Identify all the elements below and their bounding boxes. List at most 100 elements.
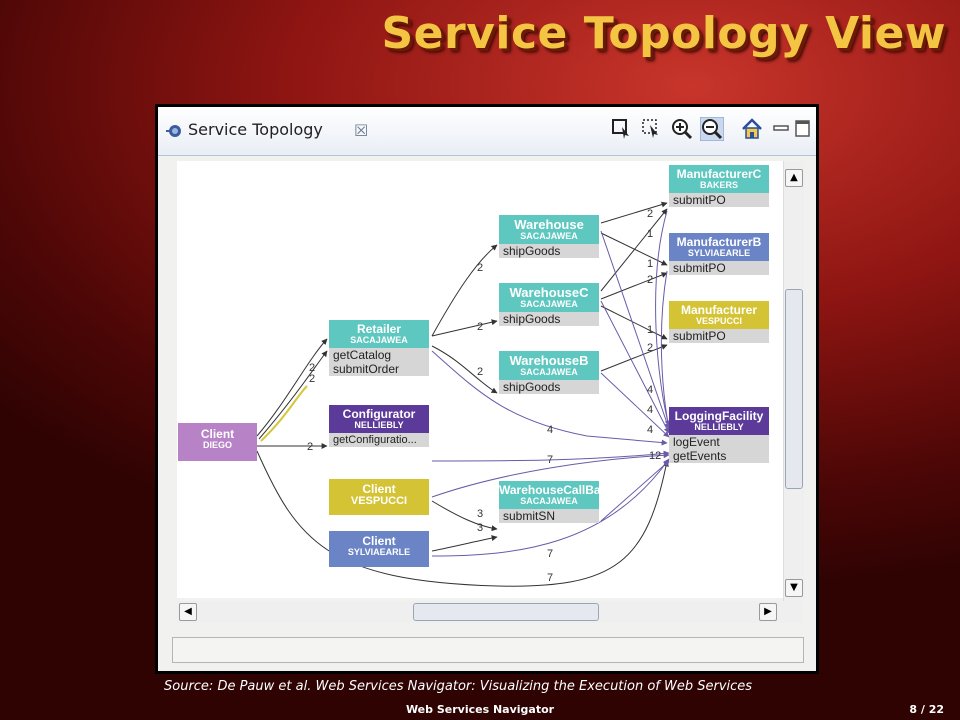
node-name: LoggingFacility	[674, 409, 764, 423]
node-name: Client	[200, 427, 235, 441]
edge-retailer-whc	[431, 319, 498, 337]
close-icon[interactable]: ☒	[354, 121, 369, 140]
service-topology-window: Service Topology ☒	[158, 107, 816, 671]
node-logging-facility[interactable]: LoggingFacility NELLIEBLY logEvent getEv…	[669, 407, 769, 464]
method-logevent[interactable]: logEvent	[669, 435, 769, 450]
node-name: Warehouse	[514, 217, 584, 232]
edge-vespucci-log	[431, 452, 670, 498]
edge-label: 2	[477, 366, 483, 378]
method-shipgoods[interactable]: shipGoods	[499, 244, 599, 259]
edge-retailer-wh	[431, 244, 498, 337]
edge-diego-log	[256, 450, 669, 587]
edge-label: 4	[647, 404, 653, 416]
edge-sylvia-log	[431, 458, 670, 557]
screenshot-frame: Service Topology ☒	[155, 104, 819, 674]
scroll-down-button[interactable]: ▼	[785, 579, 803, 597]
slide-footer: Web Services Navigator 8 / 22	[0, 703, 960, 720]
edge-wh-mfc	[600, 201, 668, 224]
method-getcatalog[interactable]: getCatalog	[329, 348, 429, 363]
method-submitpo[interactable]: submitPO	[669, 193, 769, 208]
node-name: WarehouseCallBa	[499, 483, 601, 497]
edge-label: 4	[547, 424, 553, 436]
node-server: DIEGO	[202, 439, 232, 450]
edge-label: 1	[647, 228, 653, 240]
vertical-scroll-thumb[interactable]	[785, 289, 803, 489]
zoom-in-icon[interactable]	[670, 117, 694, 141]
tab-label: Service Topology	[188, 120, 323, 139]
edge-label: 7	[547, 548, 553, 560]
horizontal-scrollbar[interactable]: ◀ ▶	[177, 601, 803, 623]
scroll-up-button[interactable]: ▲	[785, 169, 803, 187]
scroll-right-button[interactable]: ▶	[759, 603, 777, 621]
node-name: Manufacturer	[680, 303, 757, 317]
topology-canvas[interactable]: 2 2 2 2 2 2 2 1 1 2 1 2 4 4 4 4 7 3 3 7	[177, 161, 783, 598]
page-number: 8 / 22	[909, 703, 944, 716]
edge-mfc-log	[655, 210, 671, 427]
edge-label: 3	[477, 522, 483, 534]
edge-retailer-log	[431, 350, 668, 446]
node-client-sylviaearle[interactable]: Client SYLVIAEARLE	[329, 531, 429, 567]
home-icon[interactable]	[740, 117, 764, 141]
scroll-left-button[interactable]: ◀	[179, 603, 197, 621]
node-manufacturer[interactable]: Manufacturer VESPUCCI submitPO	[669, 301, 769, 344]
node-warehouse[interactable]: Warehouse SACAJAWEA shipGoods	[499, 215, 599, 259]
edge-config-log	[431, 450, 670, 462]
edge-label: 3	[477, 508, 483, 520]
node-server: VESPUCCI	[695, 315, 742, 326]
horizontal-scroll-thumb[interactable]	[413, 603, 599, 621]
node-name: ManufacturerC	[676, 167, 762, 181]
edge-whb-mf	[600, 344, 668, 372]
node-warehouse-c[interactable]: WarehouseC SACAJAWEA shipGoods	[499, 283, 599, 327]
service-topology-icon	[166, 125, 181, 137]
method-getevents[interactable]: getEvents	[669, 449, 769, 464]
edge-client-retailer-2	[258, 350, 328, 440]
node-name: Client	[362, 482, 396, 496]
edge-label: 4	[647, 424, 653, 436]
node-manufacturer-b[interactable]: ManufacturerB SYLVIAEARLE submitPO	[669, 233, 769, 276]
zoom-out-icon[interactable]	[700, 117, 724, 141]
method-getconfiguration[interactable]: getConfiguratio...	[329, 433, 429, 448]
edge-label: 2	[477, 321, 483, 333]
node-manufacturer-c[interactable]: ManufacturerC BAKERS submitPO	[669, 165, 769, 208]
method-shipgoods[interactable]: shipGoods	[499, 312, 599, 327]
method-submitpo[interactable]: submitPO	[669, 329, 769, 344]
edge-label: 1	[647, 324, 653, 336]
minimize-icon[interactable]	[770, 117, 794, 141]
edge-cb-log	[600, 460, 670, 522]
edge-label: 7	[547, 572, 553, 584]
node-client-diego[interactable]: Client DIEGO	[178, 423, 257, 461]
node-name: ManufacturerB	[676, 235, 762, 249]
node-warehouse-b[interactable]: WarehouseB SACAJAWEA shipGoods	[499, 351, 599, 395]
status-bar	[172, 637, 804, 663]
node-retailer[interactable]: Retailer SACAJAWEA getCatalog submitOrde…	[329, 320, 429, 377]
edge-label: 12	[649, 450, 661, 462]
method-shipgoods[interactable]: shipGoods	[499, 380, 599, 395]
edge-wh-log	[600, 230, 671, 430]
edge-wh-mfb	[600, 232, 668, 266]
edge-vespucci-cb	[431, 500, 498, 532]
edge-label: 2	[307, 441, 313, 453]
method-submitorder[interactable]: submitOrder	[329, 362, 429, 377]
tab-service-topology[interactable]: Service Topology ☒	[158, 113, 398, 147]
node-server: SACAJAWEA	[520, 298, 578, 309]
node-server: SACAJAWEA	[350, 334, 408, 345]
method-submitpo[interactable]: submitPO	[669, 261, 769, 276]
edge-sylvia-cb	[431, 535, 498, 552]
edge-retailer-whb	[431, 345, 498, 394]
edge-whb-log	[600, 372, 670, 438]
maximize-icon[interactable]	[792, 117, 816, 141]
node-name: Retailer	[356, 322, 402, 336]
edge-label: 2	[647, 274, 653, 286]
node-client-vespucci[interactable]: Client VESPUCCI	[329, 479, 429, 515]
method-submitsn[interactable]: submitSN	[499, 509, 599, 524]
node-warehouse-callback[interactable]: WarehouseCallBa SACAJAWEA submitSN	[499, 481, 601, 524]
vertical-scrollbar[interactable]: ▲ ▼	[783, 161, 804, 601]
edge-label: 7	[547, 454, 553, 466]
marquee-icon[interactable]	[640, 117, 664, 141]
source-caption: Source: De Pauw et al. Web Services Navi…	[164, 679, 753, 694]
node-configurator[interactable]: Configurator NELLIEBLY getConfiguratio..…	[329, 405, 429, 448]
select-icon[interactable]	[610, 117, 634, 141]
node-server: SYLVIAEARLE	[347, 546, 411, 557]
view-tab-bar: Service Topology ☒	[158, 107, 816, 156]
edge-label: 2	[647, 342, 653, 354]
